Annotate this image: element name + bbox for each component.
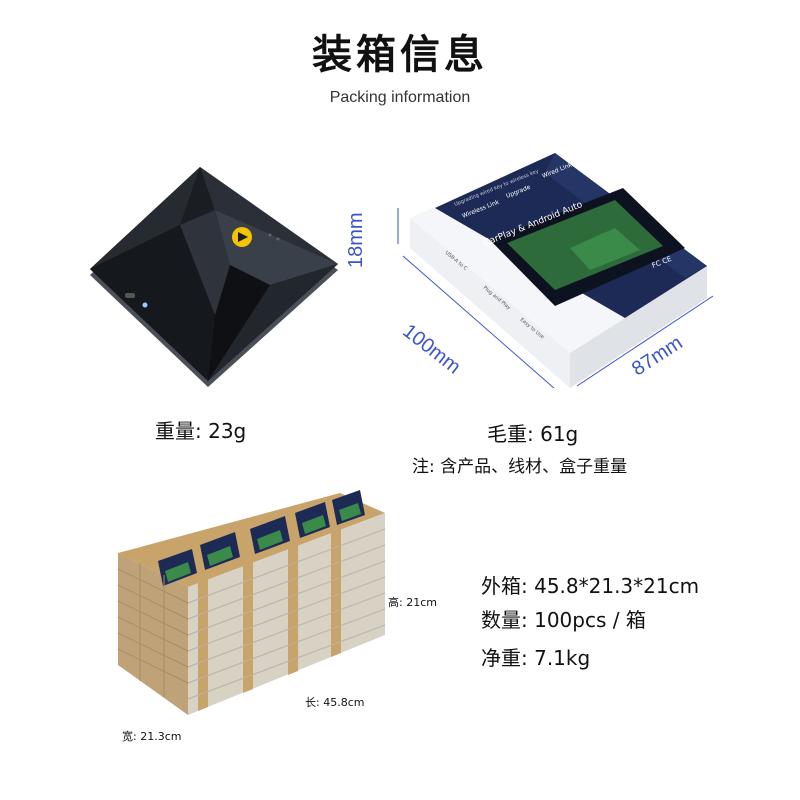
page-subtitle: Packing information bbox=[329, 89, 471, 106]
outer-box-size: 外箱: 45.8*21.3*21cm bbox=[481, 574, 700, 598]
box-height-dimension: 18mm bbox=[345, 212, 367, 268]
carton-quantity: 数量: 100pcs / 箱 bbox=[481, 608, 646, 632]
brand-logo-icon bbox=[232, 227, 252, 247]
gross-weight: 毛重: 61g bbox=[487, 422, 579, 446]
page-title: 装箱信息 bbox=[312, 32, 488, 78]
carton-net-weight: 净重: 7.1kg bbox=[481, 646, 591, 670]
weight-note: 注: 含产品、线材、盒子重量 bbox=[412, 457, 628, 477]
device-weight: 重量: 23g bbox=[155, 419, 247, 443]
carton-width-label: 宽: 21.3cm bbox=[122, 730, 182, 743]
adapter-device-image bbox=[90, 167, 338, 387]
carton-height-label: 高: 21cm bbox=[388, 596, 437, 609]
shipping-carton-image bbox=[117, 490, 386, 715]
carton-length-label: 长: 45.8cm bbox=[305, 696, 365, 709]
retail-box-image: Wireless Link Upgrade Wired Link Upgradi… bbox=[397, 153, 714, 388]
